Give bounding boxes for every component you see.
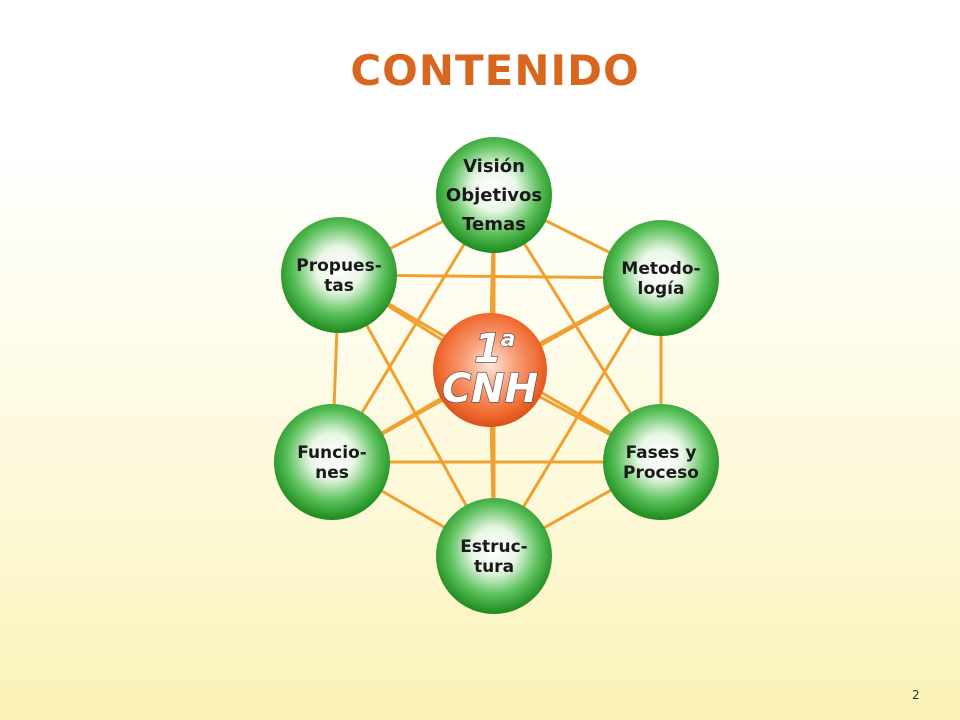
node-label-metodologia-1: logía: [638, 279, 685, 299]
center-label-superscript: a: [501, 327, 516, 352]
node-propuestas: Propues-tas: [281, 217, 397, 333]
node-label-fases-0: Fases y: [626, 443, 697, 463]
node-metodologia: Metodo-logía: [603, 220, 719, 336]
node-label-propuestas-0: Propues-: [296, 256, 382, 276]
node-label-vision-2: Temas: [462, 214, 526, 235]
node-circle-propuestas: [281, 217, 397, 333]
node-circle-vision: [436, 137, 552, 253]
node-label-estructura-0: Estruc-: [460, 537, 527, 557]
node-label-vision-0: Visión: [463, 156, 525, 177]
node-label-propuestas-1: tas: [324, 276, 354, 296]
node-circle-fases: [603, 404, 719, 520]
page-number: 2: [912, 688, 920, 702]
center-label-line1: 1: [474, 326, 502, 372]
node-circle-funciones: [274, 404, 390, 520]
node-label-metodologia-0: Metodo-: [621, 259, 700, 279]
center-label-line2: CNH: [442, 366, 538, 412]
node-label-estructura-1: tura: [474, 557, 514, 577]
node-circle-metodologia: [603, 220, 719, 336]
node-circle-estructura: [436, 498, 552, 614]
node-label-fases-1: Proceso: [623, 463, 699, 483]
node-label-funciones-1: nes: [315, 463, 349, 483]
node-funciones: Funcio-nes: [274, 404, 390, 520]
node-label-vision-1: Objetivos: [446, 185, 542, 206]
page-title: CONTENIDO: [350, 46, 640, 95]
center-node-cnh: 1 a CNH: [433, 313, 547, 427]
node-estructura: Estruc-tura: [436, 498, 552, 614]
node-label-funciones-0: Funcio-: [297, 443, 367, 463]
